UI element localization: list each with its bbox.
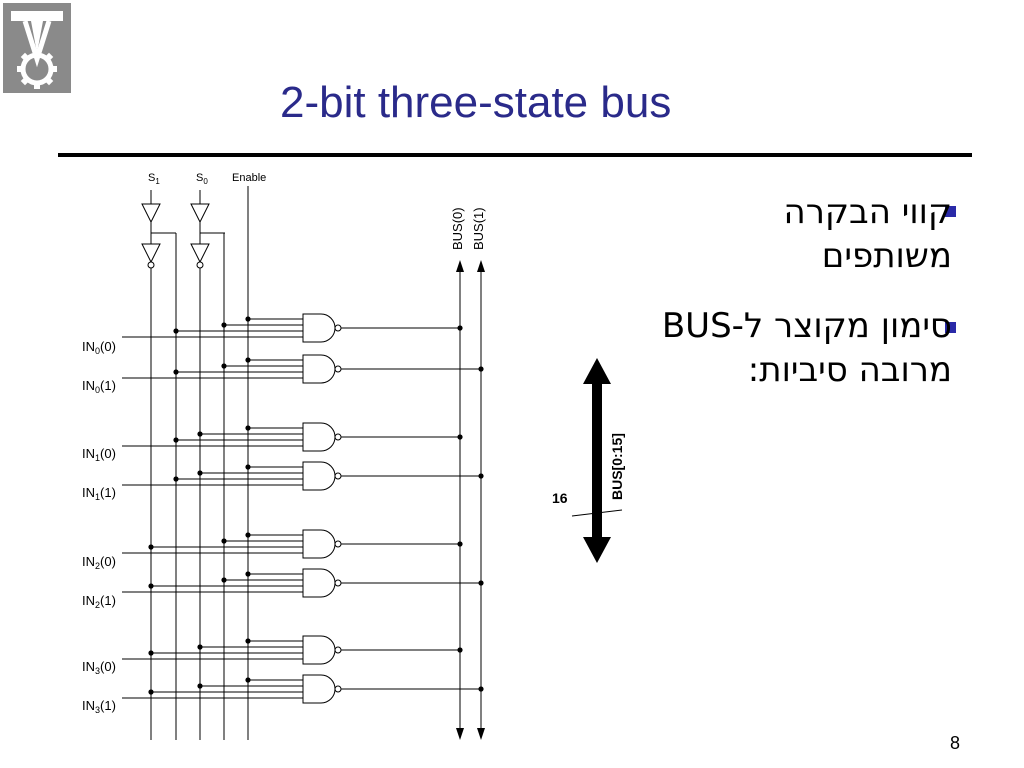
junction-dot xyxy=(245,638,251,644)
tristate-bubble xyxy=(334,646,342,654)
bus1-arrow-down-icon xyxy=(477,728,485,740)
bus0-label: BUS(0) xyxy=(450,207,465,250)
bus-shorthand-symbol: 16 BUS[0:15] xyxy=(552,358,625,563)
junction-dot xyxy=(148,650,154,656)
bus-width-slash xyxy=(571,509,623,517)
junction-dot xyxy=(221,538,227,544)
junction-dot xyxy=(245,464,251,470)
junction-dot xyxy=(221,577,227,583)
bullet-bus-notation: סימון מקוצר ל-BUS מרובה סיביות: xyxy=(662,304,952,392)
junction-dot xyxy=(457,434,463,440)
and-gate-icon xyxy=(302,422,336,452)
select-s0-label: S0 xyxy=(196,172,208,186)
input-label-in3-1: IN3(1) xyxy=(82,698,116,715)
page-number: 8 xyxy=(950,733,961,753)
tristate-bubble xyxy=(334,685,342,693)
input-label-in2-0: IN2(0) xyxy=(82,554,116,571)
junction-dot xyxy=(173,369,179,375)
and-gate-icon xyxy=(302,313,336,343)
bus0-arrow-down-icon xyxy=(456,728,464,740)
bullet-2-line-2: מרובה סיביות: xyxy=(747,350,952,390)
junction-dot xyxy=(221,363,227,369)
junction-dot xyxy=(478,366,484,372)
inverter-s1-icon xyxy=(141,243,161,264)
bus-name-label: BUS[0:15] xyxy=(609,433,625,500)
and-gate-icon xyxy=(302,461,336,491)
bus0-arrow-up-icon xyxy=(456,260,464,272)
institute-logo-icon xyxy=(3,3,71,93)
junction-dot xyxy=(148,689,154,695)
bus1-label: BUS(1) xyxy=(471,207,486,250)
junction-dot xyxy=(221,322,227,328)
input-label-in1-1: IN1(1) xyxy=(82,485,116,502)
bus1-arrow-up-icon xyxy=(477,260,485,272)
junction-dot xyxy=(457,647,463,653)
junction-dot xyxy=(245,316,251,322)
junction-dot xyxy=(173,476,179,482)
and-gate-icon xyxy=(302,674,336,704)
junction-dots xyxy=(148,260,485,740)
and-gate-icon xyxy=(302,529,336,559)
bullet-square-icon xyxy=(945,322,956,333)
junction-dot xyxy=(457,325,463,331)
circuit-wires xyxy=(122,186,482,740)
junction-dot xyxy=(197,644,203,650)
input-label-in3-0: IN3(0) xyxy=(82,659,116,676)
inverter-s1-bubble xyxy=(147,261,155,269)
input-label-in1-0: IN1(0) xyxy=(82,446,116,463)
tristate-bubble xyxy=(334,540,342,548)
bus-circuit-diagram: S1 S0 Enable BUS(0) BUS(1) IN0(0) IN0(1)… xyxy=(82,172,486,740)
input-label-in2-1: IN2(1) xyxy=(82,593,116,610)
input-label-in0-1: IN0(1) xyxy=(82,378,116,395)
junction-dot xyxy=(173,328,179,334)
bus-arrow-down-icon xyxy=(583,537,611,563)
junction-dot xyxy=(245,571,251,577)
slide-title: 2-bit three-state bus xyxy=(280,78,672,127)
junction-dot xyxy=(245,532,251,538)
inverter-s0-icon xyxy=(190,243,210,264)
bus-width-label: 16 xyxy=(552,490,568,506)
tristate-bubble xyxy=(334,579,342,587)
junction-dot xyxy=(148,544,154,550)
junction-dot xyxy=(197,431,203,437)
bus-arrow-up-icon xyxy=(583,358,611,384)
input-label-in0-0: IN0(0) xyxy=(82,339,116,356)
tristate-bubble xyxy=(334,472,342,480)
bullet-square-icon xyxy=(945,206,956,217)
and-gate-icon xyxy=(302,354,336,384)
tristate-bubble xyxy=(334,433,342,441)
junction-dot xyxy=(173,437,179,443)
junction-dot xyxy=(245,425,251,431)
title-divider xyxy=(58,153,972,157)
buffer-s0-icon xyxy=(190,203,210,224)
junction-dot xyxy=(245,357,251,363)
junction-dot xyxy=(197,470,203,476)
select-s1-label: S1 xyxy=(148,172,160,186)
junction-dot xyxy=(478,686,484,692)
junction-dot xyxy=(148,583,154,589)
and-gate-icon xyxy=(302,568,336,598)
enable-label: Enable xyxy=(232,172,266,184)
junction-dot xyxy=(197,683,203,689)
and-gates xyxy=(141,203,342,704)
tristate-bubble xyxy=(334,365,342,373)
junction-dot xyxy=(457,541,463,547)
inverter-s0-bubble xyxy=(196,261,204,269)
buffer-s1-icon xyxy=(141,203,161,224)
junction-dot xyxy=(245,677,251,683)
bullet-1-line-2: משותפים xyxy=(821,236,952,276)
junction-dot xyxy=(478,473,484,479)
bullet-1-line-1: קווי הבקרה xyxy=(783,192,952,232)
bullet-shared-control-lines: קווי הבקרה משותפים xyxy=(784,190,952,278)
and-gate-icon xyxy=(302,635,336,665)
tristate-bubble xyxy=(334,324,342,332)
bullet-2-line-1: סימון מקוצר ל-BUS xyxy=(661,306,952,346)
junction-dot xyxy=(478,580,484,586)
